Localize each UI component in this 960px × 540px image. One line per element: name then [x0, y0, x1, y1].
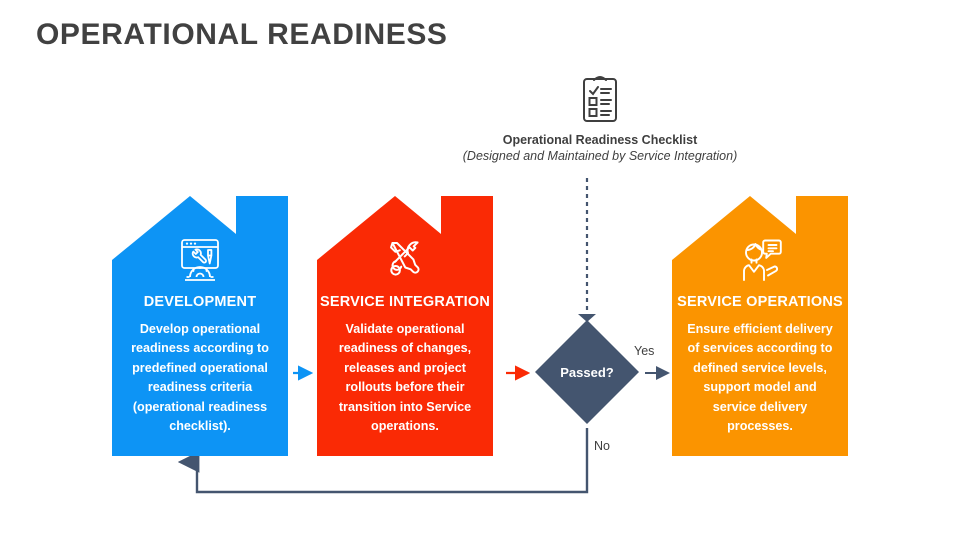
- edge-label-yes: Yes: [634, 344, 655, 358]
- house-shape-service-integration: [317, 196, 493, 456]
- clipboard-checklist-icon: [583, 76, 617, 122]
- decision-diamond-passed[interactable]: Passed?: [535, 320, 639, 424]
- stage-description-development: Develop operational readiness according …: [131, 322, 269, 434]
- checklist-callout: Operational Readiness Checklist (Designe…: [400, 74, 800, 164]
- stage-description-service-operations: Ensure efficient delivery of services ac…: [687, 322, 833, 434]
- browser-tools-gear-icon: [181, 239, 219, 281]
- wrench-screwdriver-icon: [390, 241, 420, 276]
- decision-label: Passed?: [560, 364, 614, 380]
- stage-name-development: DEVELOPMENT: [143, 294, 257, 310]
- stage-name-service-operations: SERVICE OPERATIONS: [677, 294, 843, 310]
- checklist-title: Operational Readiness Checklist: [502, 133, 698, 147]
- stage-description-service-integration: Validate operational readiness of change…: [338, 322, 472, 434]
- checklist-subtitle: (Designed and Maintained by Service Inte…: [462, 149, 738, 163]
- stage-name-service-integration: SERVICE INTEGRATION: [319, 294, 491, 310]
- house-shape-service-operations: [672, 196, 848, 456]
- stage-card-service-integration[interactable]: SERVICE INTEGRATION Validate operational…: [317, 196, 493, 456]
- page-title: OPERATIONAL READINESS: [36, 18, 448, 51]
- support-agent-chat-icon: [743, 239, 782, 281]
- edge-label-no: No: [594, 439, 610, 453]
- stage-card-service-operations[interactable]: SERVICE OPERATIONS Ensure efficient deli…: [672, 196, 848, 456]
- diamond-shape: [535, 320, 639, 424]
- stage-card-development[interactable]: DEVELOPMENT Develop operational readines…: [112, 196, 288, 456]
- house-shape-development: [112, 196, 288, 456]
